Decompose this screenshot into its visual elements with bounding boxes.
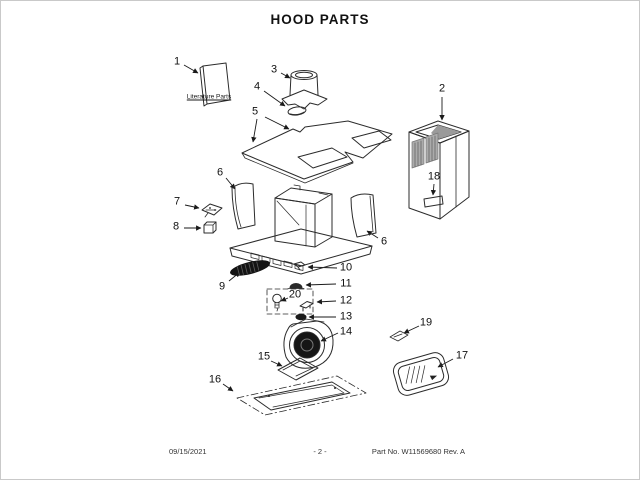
callout-13: 13 [339,310,353,323]
switch-clip [201,203,223,218]
damper [287,106,307,116]
callout-11: 11 [340,277,352,290]
callout-8: 8 [172,220,180,233]
grommet-13 [295,313,307,321]
cover-plate-15 [277,357,319,381]
side-panel-left [231,182,256,230]
callout-3: 3 [270,63,278,76]
spacer-cube [203,221,217,234]
callout-7: 7 [173,195,181,208]
blower-motor [283,318,334,369]
cap-nut-11 [287,283,305,289]
footer-page-number: - 2 - [313,447,327,456]
callout-1: 1 [173,55,181,68]
callout-18: 18 [427,170,441,183]
callout-12: 12 [339,294,353,307]
literature-booklet [199,62,231,107]
footer-date: 09/15/2021 [169,447,207,456]
side-panel-right [350,193,377,238]
light-bulb [272,293,282,304]
remote-control [392,352,450,396]
callout-15: 15 [257,350,271,363]
page-title: HOOD PARTS [270,12,370,27]
light-bulb-kit [266,288,314,315]
chimney-flue [408,120,470,220]
callout-6-right: 6 [380,235,388,248]
mounting-bracket-12 [299,301,314,312]
callout-10: 10 [339,261,353,274]
bracket-tab-10 [293,261,306,271]
callout-16: 16 [208,373,222,386]
literature-parts-label: Literature Parts [186,93,232,101]
callout-5: 5 [251,105,259,118]
callout-4: 4 [253,80,261,93]
callout-14: 14 [339,325,353,338]
hood-canopy-body [229,184,373,275]
callout-6-left: 6 [216,166,224,179]
bottom-panel-grease-filter [236,375,367,416]
callout-19: 19 [419,316,433,329]
duct-collar [281,70,328,110]
callout-2: 2 [438,82,446,95]
rating-plate-18 [423,195,444,208]
callout-9: 9 [218,280,226,293]
top-mounting-plate [241,120,393,184]
light-lens-strip [230,260,270,276]
clip-19 [389,330,409,342]
callout-20: 20 [288,288,302,301]
footer-part-number: Part No. W11569680 Rev. A [371,447,465,456]
callout-17: 17 [455,349,469,362]
kit-dashed-box [266,288,314,315]
